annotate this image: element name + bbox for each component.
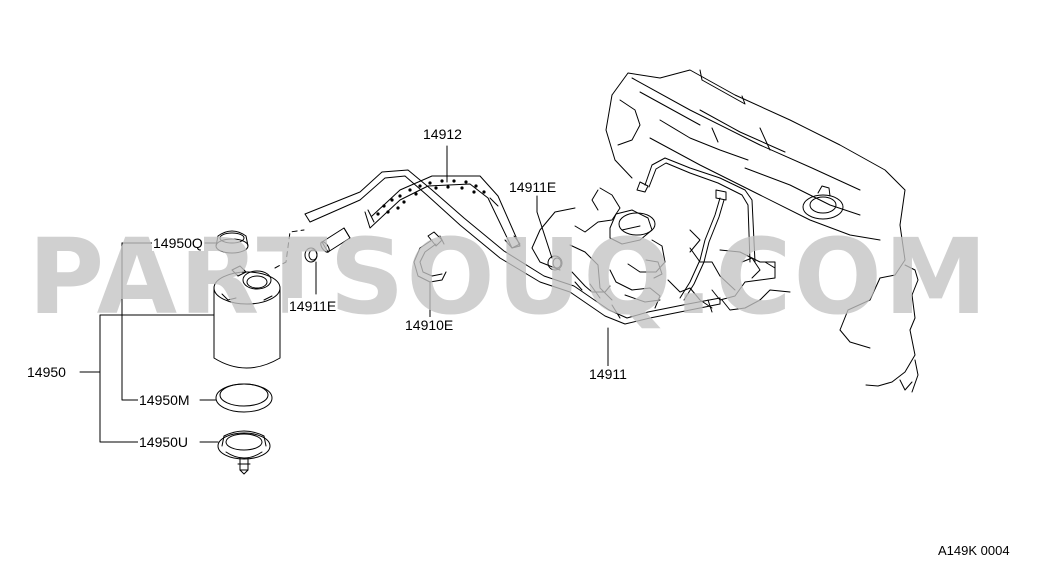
canister-14950 xyxy=(213,265,281,369)
label-14950u[interactable]: 14950U xyxy=(138,434,190,450)
clip-14910e xyxy=(413,231,447,283)
cap-14950q xyxy=(215,230,249,254)
hose-pattern-dots xyxy=(376,179,486,216)
label-14911e-right[interactable]: 14911E xyxy=(508,179,558,195)
cover-14950u xyxy=(217,430,271,475)
hose-segment-left xyxy=(320,227,351,253)
engine-assembly xyxy=(531,69,919,393)
label-14950m[interactable]: 14950M xyxy=(138,392,191,408)
label-14950[interactable]: 14950 xyxy=(26,364,67,380)
label-14911[interactable]: 14911 xyxy=(588,366,628,382)
label-14911e-left[interactable]: 14911E xyxy=(288,298,338,314)
filter-14950m xyxy=(215,383,273,413)
clamp-14911e-right xyxy=(547,255,563,271)
phantom-line xyxy=(274,229,305,269)
pipe-14911 xyxy=(304,157,756,325)
label-14950q[interactable]: 14950Q xyxy=(152,235,204,251)
label-14910e[interactable]: 14910E xyxy=(404,317,455,333)
hose-14912 xyxy=(364,175,521,249)
leader-lines xyxy=(79,145,609,443)
clamp-14911e-left xyxy=(304,247,318,263)
label-14912[interactable]: 14912 xyxy=(422,126,463,142)
reference-code: A149K 0004 xyxy=(938,543,1010,558)
